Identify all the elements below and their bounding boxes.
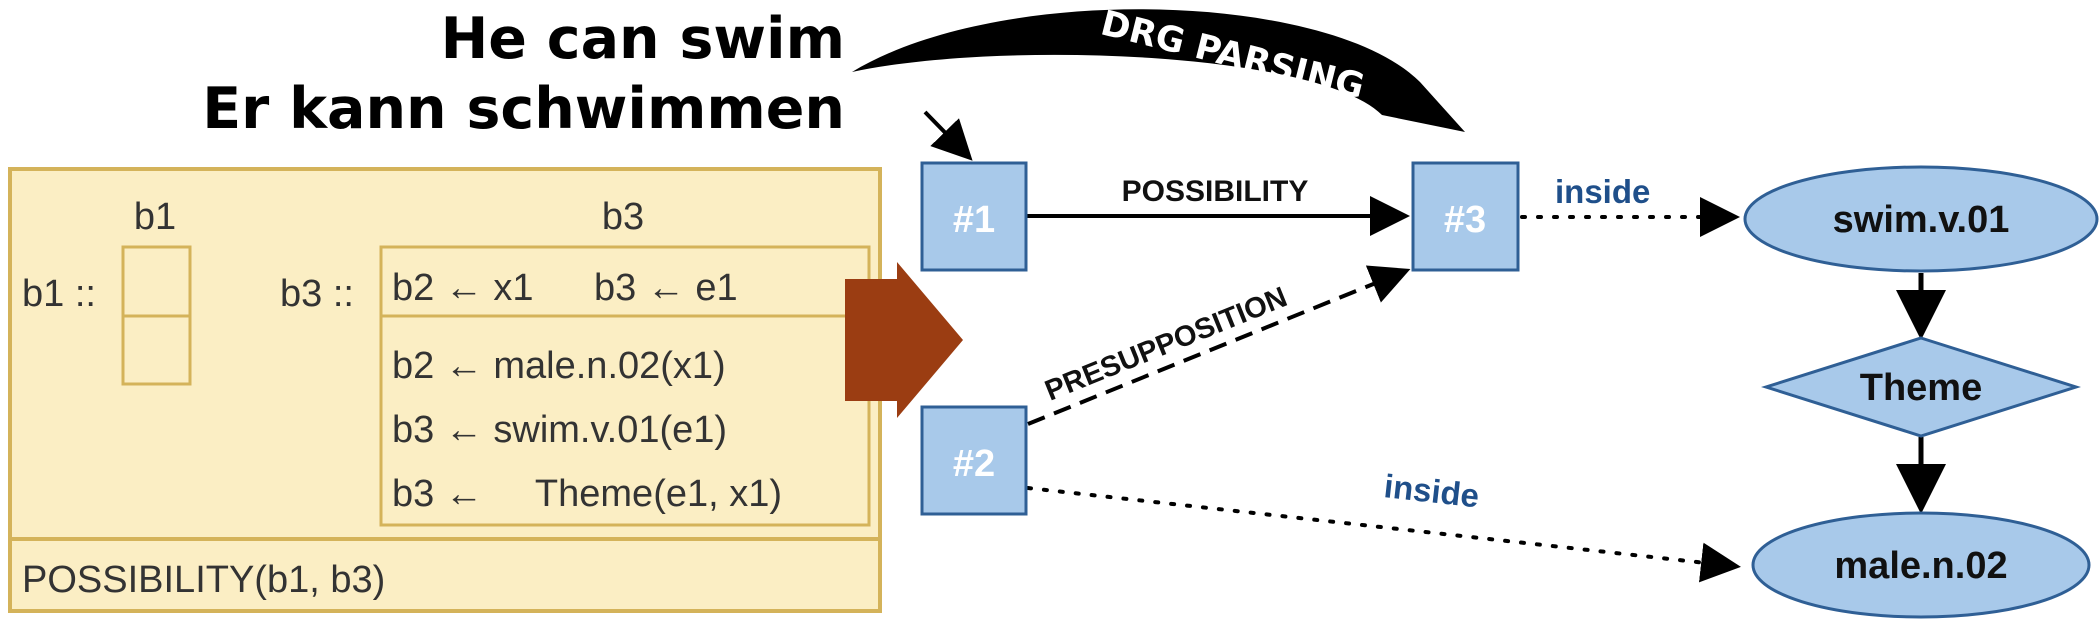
edge-presupposition <box>1027 265 1411 426</box>
node-2-label: #2 <box>953 443 995 485</box>
box1-label: b1 <box>134 196 176 238</box>
edge-inside-bottom-label: inside <box>1382 467 1481 514</box>
node-2 <box>920 405 1028 516</box>
condition-row: b3 ← swim.v.01(e1) <box>392 409 727 451</box>
theme-node <box>1761 336 2081 438</box>
theme-node-label: Theme <box>1860 367 1982 409</box>
male-node-label: male.n.02 <box>1834 545 2007 587</box>
swim-node-label: swim.v.01 <box>1833 199 2010 241</box>
sentence-german: Er kann schwimmen <box>202 76 845 142</box>
transform-arrow <box>845 262 963 418</box>
edge-inside-top-label: inside <box>1555 173 1650 210</box>
drg-parsing-arrow <box>852 9 1465 132</box>
sentence-english: He can swim <box>441 6 845 72</box>
swim-node <box>1743 165 2099 273</box>
edge-inside-bottom <box>1026 486 1741 583</box>
edge-presupposition-label: PRESUPPOSITION <box>1041 281 1292 407</box>
entry-arrow <box>923 110 973 161</box>
box3-header-part2: b3 ← e1 <box>594 267 738 309</box>
box3-label: b3 <box>602 196 644 238</box>
node-3-label: #3 <box>1444 199 1486 241</box>
box3-header-part1: b2 ← x1 <box>392 267 534 309</box>
edge-possibility-label: POSSIBILITY <box>1122 175 1309 208</box>
box1-ref: b1 :: <box>22 273 96 315</box>
relation-text: POSSIBILITY(b1, b3) <box>22 559 385 601</box>
box1-bottom <box>121 314 192 386</box>
male-node <box>1751 511 2091 619</box>
box3-ref: b3 :: <box>280 273 354 315</box>
node-1-label: #1 <box>953 199 995 241</box>
node-1 <box>920 161 1028 272</box>
condition-row: b3 ← Theme(e1, x1) <box>392 473 782 515</box>
node-3 <box>1411 161 1520 272</box>
condition-row: b2 ← male.n.02(x1) <box>392 345 726 387</box>
